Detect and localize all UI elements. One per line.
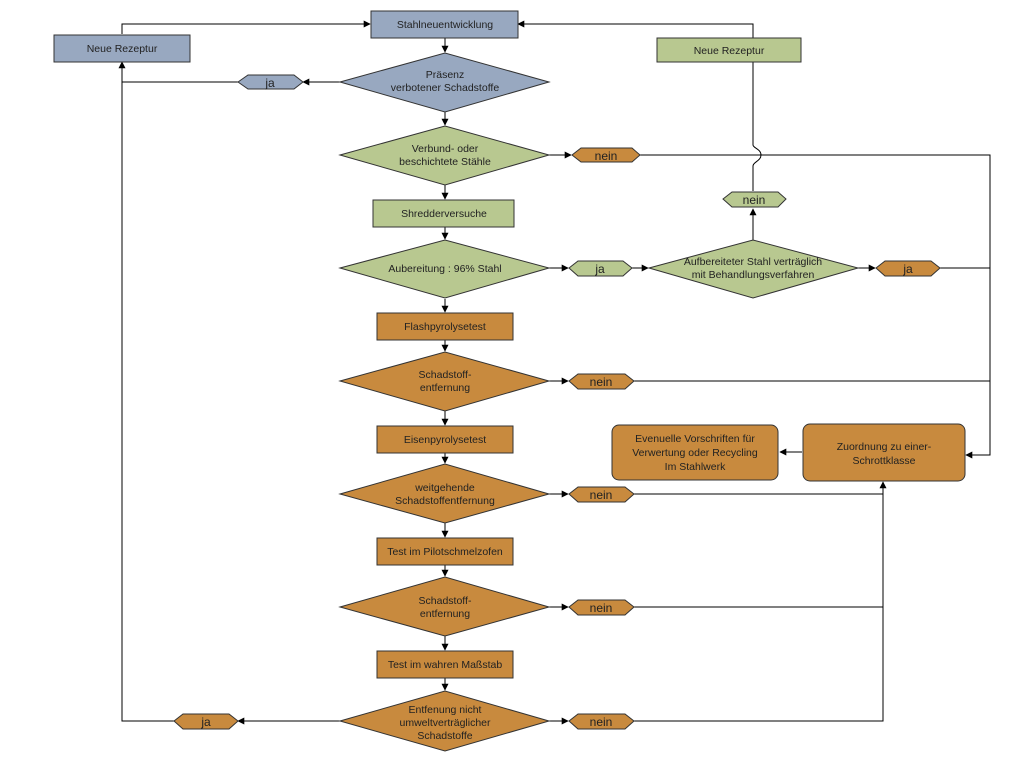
tag-nein: nein — [571, 147, 641, 163]
tag-nein: nein — [722, 191, 787, 208]
decision-label-line: verbotener Schadstoffe — [391, 82, 500, 94]
decision-label-line: Verbund- oder — [412, 143, 479, 155]
tag-label: ja — [200, 715, 211, 729]
decision-aufbereitung: Aubereitung : 96% Stahl — [338, 239, 551, 299]
decision-label-line: Schadstoff- — [419, 369, 472, 381]
node-zuordnung: Zuordnung zu einer- Schrottklasse — [802, 423, 966, 482]
decision-label-line: Aubereitung : 96% Stahl — [388, 263, 501, 275]
node-eisenpyrolysetest: Eisenpyrolysetest — [376, 425, 514, 454]
tag-label: ja — [594, 262, 605, 276]
tag-label: nein — [743, 193, 766, 207]
edge — [517, 20, 754, 38]
node-label-line: Schrottklasse — [852, 455, 915, 467]
decision-entfernung: Entfenung nicht umweltverträglicher Scha… — [338, 690, 551, 752]
decision-praesenz: Präsenz verbotener Schadstoffe — [338, 52, 551, 113]
decision-label-line: beschichtete Stähle — [399, 156, 491, 168]
connectors — [118, 20, 991, 725]
decision-label-line: entfernung — [420, 608, 470, 620]
edge — [640, 154, 991, 459]
decision-label-line: Schadstoff- — [419, 595, 472, 607]
tag-nein: nein — [568, 486, 635, 503]
tag-nein: nein — [568, 713, 635, 730]
node-label: Test im Pilotschmelzofen — [387, 546, 503, 558]
decision-label-line: Präsenz — [426, 69, 465, 81]
tag-label: nein — [590, 601, 613, 615]
decision-label-line: weitgehende — [414, 482, 475, 494]
tag-nein: nein — [568, 599, 635, 616]
node-shredderversuche: Shredderversuche — [372, 199, 515, 228]
decision-weitgehend: weitgehende Schadstoffentfernung — [338, 463, 551, 524]
tag-ja: ja — [875, 260, 941, 277]
tag-label: ja — [902, 262, 913, 276]
decision-label-line: Schadstoffentfernung — [395, 495, 495, 507]
node-label: Stahlneuentwicklung — [397, 19, 493, 31]
edge — [121, 20, 371, 34]
node-neue-rezeptur-left: Neue Rezeptur — [53, 34, 191, 63]
tag-label: nein — [590, 715, 613, 729]
tag-label: ja — [264, 76, 275, 90]
decision-verbund: Verbund- oder beschichtete Stähle — [338, 125, 551, 186]
tag-label: nein — [595, 149, 618, 163]
node-label: Shredderversuche — [401, 208, 487, 220]
decision-schadstoff-2: Schadstoff- entfernung — [338, 576, 551, 637]
tag-nein: nein — [568, 373, 635, 390]
decision-label-line: mit Behandlungsverfahren — [692, 269, 815, 281]
edge — [118, 61, 174, 722]
node-stahlneuentwicklung: Stahlneuentwicklung — [370, 10, 519, 39]
node-pilotschmelzofen: Test im Pilotschmelzofen — [376, 537, 514, 566]
tag-label: nein — [590, 488, 613, 502]
node-label: Eisenpyrolysetest — [404, 434, 486, 446]
node-vorschriften: Evenuelle Vorschriften für Verwertung od… — [611, 424, 779, 481]
decision-schadstoff-1: Schadstoff- entfernung — [338, 351, 551, 412]
node-label-line: Im Stahlwerk — [665, 461, 726, 473]
node-label: Neue Rezeptur — [87, 43, 158, 55]
node-label-line: Verwertung oder Recycling — [632, 447, 758, 459]
decision-label-line: umweltverträglicher — [399, 717, 491, 729]
decision-vertraeglich: Aufbereiteter Stahl verträglich mit Beha… — [647, 239, 860, 299]
node-wahrer-massstab: Test im wahren Maßstab — [376, 650, 514, 679]
node-label-line: Zuordnung zu einer- — [837, 441, 932, 453]
node-label: Test im wahren Maßstab — [388, 659, 503, 671]
node-label: Flashpyrolysetest — [404, 321, 486, 333]
decision-label-line: Schadstoffe — [417, 730, 472, 742]
decision-label-line: entfernung — [420, 382, 470, 394]
tag-label: nein — [590, 375, 613, 389]
tag-ja: ja — [568, 260, 633, 277]
edge — [634, 481, 887, 722]
tag-ja: ja — [237, 74, 304, 90]
node-label: Neue Rezeptur — [694, 45, 765, 57]
node-neue-rezeptur-right: Neue Rezeptur — [656, 37, 802, 63]
decision-label-line: Aufbereiteter Stahl verträglich — [684, 256, 822, 268]
node-flashpyrolysetest: Flashpyrolysetest — [376, 312, 514, 341]
tag-ja: ja — [173, 713, 239, 730]
node-label-line: Evenuelle Vorschriften für — [635, 433, 755, 445]
decision-label-line: Entfenung nicht — [409, 704, 482, 716]
